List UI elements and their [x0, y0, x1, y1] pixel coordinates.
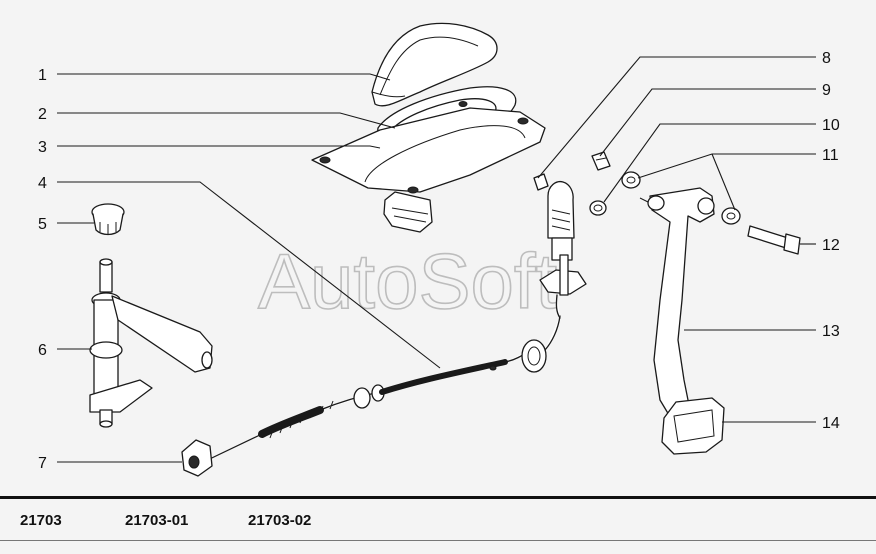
watermark: AutoSoft [258, 237, 558, 325]
variant-21703-01[interactable]: 21703-01 [125, 512, 189, 529]
callout-6: 6 [38, 342, 47, 359]
callout-12: 12 [822, 237, 840, 254]
variant-21703-02[interactable]: 21703-02 [248, 512, 312, 529]
part-5-plug[interactable] [91, 203, 125, 236]
callout-11: 11 [822, 147, 839, 164]
part-13-pedal[interactable] [639, 187, 715, 421]
callout-4: 4 [38, 175, 47, 192]
callout-10: 10 [822, 117, 840, 134]
part-6-fork-shaft[interactable] [89, 258, 213, 428]
callout-7: 7 [38, 455, 47, 472]
part-7-cable-clip[interactable] [181, 439, 213, 477]
part-9-clip[interactable] [591, 151, 611, 171]
part-3-mounting-plate[interactable] [311, 107, 546, 233]
callout-14: 14 [822, 415, 840, 432]
part-1-boot-cover[interactable] [371, 22, 498, 107]
callout-2: 2 [38, 106, 47, 123]
part-10-bushing[interactable] [589, 200, 607, 216]
part-8-clip[interactable] [533, 173, 549, 191]
callout-3: 3 [38, 139, 47, 156]
part-14-pedal-pad[interactable] [661, 397, 725, 455]
footer-divider [0, 496, 876, 499]
part-12-pivot-bolt[interactable] [747, 225, 801, 255]
part-11-bushings[interactable] [621, 171, 741, 225]
part-4-clutch-cable[interactable] [194, 315, 561, 467]
callout-1: 1 [38, 67, 47, 84]
callout-8: 8 [822, 50, 831, 67]
leader-lines [57, 56, 816, 463]
variant-21703[interactable]: 21703 [20, 512, 62, 529]
callout-5: 5 [38, 216, 47, 233]
callout-13: 13 [822, 323, 840, 340]
footer-bottom-line [0, 540, 876, 541]
callout-9: 9 [822, 82, 831, 99]
cable-end-fitting[interactable] [539, 180, 587, 319]
